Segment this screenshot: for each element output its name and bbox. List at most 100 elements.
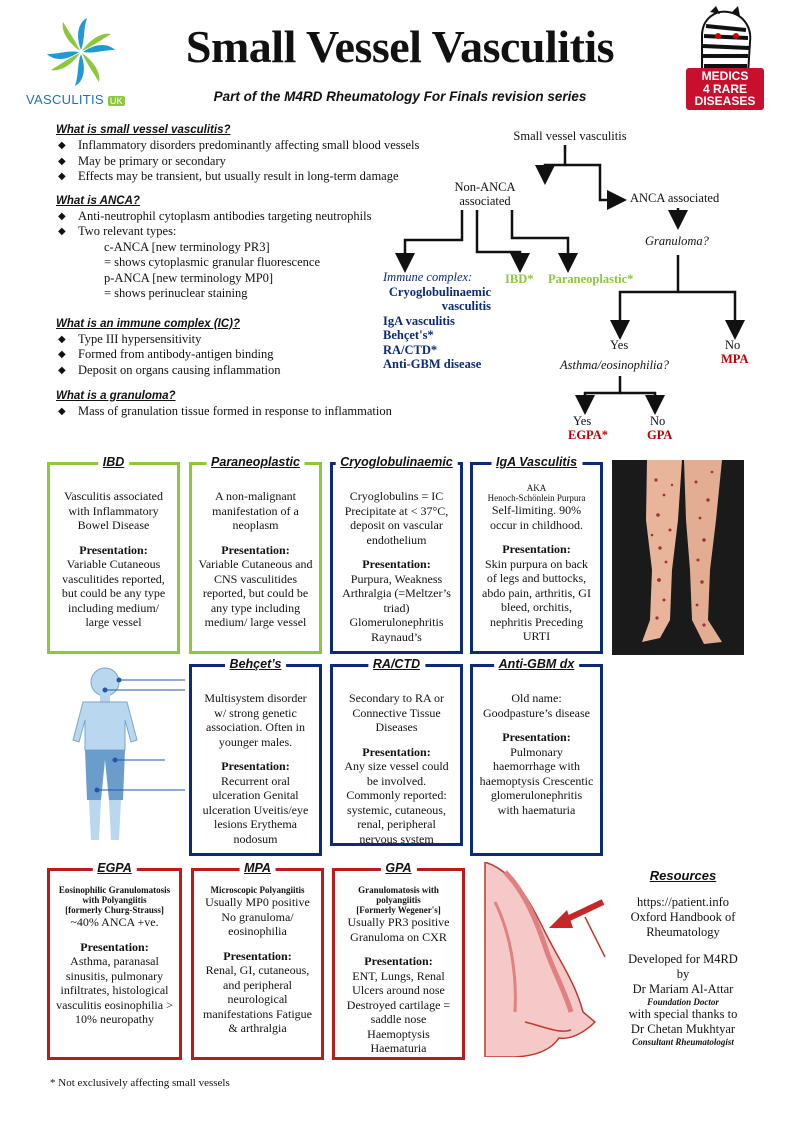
card-presentation-title: Presentation: — [362, 744, 431, 759]
flow-root: Small vessel vasculitis — [513, 129, 627, 143]
card-body: Usually PR3 positive Granuloma on CXR — [347, 915, 450, 944]
list-item: Type III hypersensitivity — [56, 332, 436, 348]
ic-list: Type III hypersensitivity Formed from an… — [56, 332, 436, 379]
flow-anca: ANCA associated — [630, 191, 720, 205]
card-presentation-body: Variable Cutaneous vasculitides reported… — [61, 557, 166, 629]
card-body: Vasculitis associated with Inflammatory … — [64, 489, 163, 532]
card-title: GPA — [380, 861, 417, 876]
footnote: * Not exclusively affecting small vessel… — [50, 1077, 230, 1089]
flow-gpa: GPA — [647, 428, 673, 442]
p-anca: p-ANCA [new terminology MP0] — [104, 270, 274, 285]
card-ibd: IBD Vasculitis associated with Inflammat… — [47, 455, 180, 654]
list-item: Inflammatory disorders predominantly aff… — [56, 138, 436, 154]
card-title: Paraneoplastic — [206, 455, 305, 470]
legs-purpura-icon — [642, 460, 722, 644]
card-anti-gbm: Anti-GBM dx Old name: Goodpasture’s dise… — [470, 657, 603, 856]
flowchart-lines — [395, 145, 745, 415]
card-body: Old name: Goodpasture’s disease — [483, 691, 590, 720]
card-presentation-body: ENT, Lungs, Renal Ulcers around nose Des… — [346, 968, 451, 1056]
card-fullname: Granulomatosis with polyangiitis — [358, 885, 439, 905]
list-item: Formed from antibody-antigen binding — [56, 347, 436, 363]
card-body: ~40% ANCA +ve. — [70, 915, 159, 929]
card-aka: AKA — [526, 483, 547, 493]
flow-granuloma-question: Granuloma? — [645, 234, 709, 248]
card-title: EGPA — [92, 861, 137, 876]
flow-item-behcet: Behçet's* — [383, 328, 434, 342]
card-presentation-body: Any size vessel could be involved. Commo… — [344, 759, 449, 846]
thanks-text: with special thanks to — [628, 1007, 738, 1021]
card-title: Cryoglobulinaemic — [335, 455, 458, 470]
card-title: Behçet’s — [224, 657, 287, 672]
card-presentation-title: Presentation: — [364, 954, 433, 968]
card-presentation-title: Presentation: — [79, 542, 148, 557]
card-aka-name: Henoch-Schönlein Purpura — [487, 493, 586, 503]
granuloma-list: Mass of granulation tissue formed in res… — [56, 404, 436, 420]
question-ic: What is an immune complex (IC)? — [56, 317, 241, 330]
flow-asthma-question: Asthma/eosinophilia? — [560, 358, 670, 372]
card-presentation-title: Presentation: — [502, 542, 571, 556]
card-behcets: Behçet’s Multisystem disorder w/ strong … — [189, 657, 322, 856]
card-fullname: Microscopic Polyangiitis — [210, 885, 305, 895]
card-fullname: Eosinophilic Granulomatosis with Polyang… — [58, 885, 171, 905]
card-body: Self-limiting. 90% occur in childhood. — [490, 503, 583, 532]
list-item: Two relevant types: — [56, 224, 436, 240]
resources-section: Resources https://patient.info Oxford Ha… — [608, 868, 758, 1047]
card-presentation-body: Recurrent oral ulceration Genital ulcera… — [202, 773, 309, 846]
developed-for: Developed for M4RD — [628, 952, 738, 966]
nose-diagram-icon — [484, 860, 606, 1058]
card-cryoglobulinaemic: Cryoglobulinaemic Cryoglobulins = IC Pre… — [330, 455, 463, 654]
flow-mpa: MPA — [721, 352, 749, 366]
card-body: Usually MP0 positive No granuloma/ eosin… — [205, 895, 310, 938]
card-presentation-body: Skin purpura on back of legs and buttock… — [482, 556, 591, 644]
page-title: Small Vessel Vasculitis — [185, 21, 615, 72]
card-title: Anti-GBM dx — [493, 657, 580, 672]
card-former-name: [formerly Churg-Strauss] — [65, 905, 164, 915]
resource-link[interactable]: https://patient.info — [636, 895, 729, 909]
card-ra-ctd: RA/CTD Secondary to RA or Connective Tis… — [330, 657, 463, 846]
purpura-legs-image — [612, 460, 744, 655]
c-anca: c-ANCA [new terminology PR3] — [104, 239, 270, 254]
saddle-nose-image — [475, 860, 610, 1058]
question-anca: What is ANCA? — [56, 194, 140, 207]
flow-egpa: EGPA* — [568, 428, 609, 442]
flow-ibd: IBD* — [505, 272, 534, 286]
consultant-role: Consultant Rheumatologist — [632, 1037, 734, 1047]
flow-yes-1: Yes — [610, 338, 629, 352]
list-item: Deposit on organs causing inflammation — [56, 363, 436, 379]
card-presentation-body: Renal, GI, cutaneous, and peripheral neu… — [203, 963, 312, 1035]
card-mpa: MPA Microscopic Polyangiitis Usually MP0… — [191, 861, 324, 1060]
logo-text: VASCULITIS — [26, 92, 104, 107]
card-title: IgA Vasculitis — [490, 455, 583, 470]
question-granuloma: What is a granuloma? — [56, 390, 176, 402]
card-paraneoplastic: Paraneoplastic A non-malignant manifesta… — [189, 455, 322, 654]
m4rd-line-3: DISEASES — [694, 94, 756, 108]
list-item: Anti-neutrophil cytoplasm antibodies tar… — [56, 209, 436, 225]
body-diagram-icon — [72, 667, 185, 840]
card-iga-vasculitis: IgA Vasculitis AKA Henoch-Schönlein Purp… — [470, 455, 603, 654]
logo-star-icon — [47, 18, 115, 86]
m4rd-line-1: MEDICS — [701, 69, 749, 83]
card-body: Secondary to RA or Connective Tissue Dis… — [349, 691, 444, 734]
card-presentation-title: Presentation: — [362, 557, 431, 571]
immune-complex-label: Immune complex: — [383, 270, 473, 284]
card-presentation-title: Presentation: — [223, 948, 292, 963]
svv-list: Inflammatory disorders predominantly aff… — [56, 138, 436, 185]
card-presentation-body: Purpura, Weakness Arthralgia (=Meltzer’s… — [342, 571, 451, 644]
flow-item-antigbm: Anti-GBM disease — [383, 357, 482, 371]
developed-by: by — [676, 967, 690, 981]
card-presentation-body: Pulmonary haemorrhage with haemoptysis C… — [479, 744, 594, 817]
resources-title: Resources — [649, 868, 717, 883]
c-anca-desc: = shows cytoplasmic granular fluorescenc… — [104, 255, 321, 269]
card-title: IBD — [97, 455, 130, 470]
human-figure-image — [45, 660, 185, 850]
card-title: RA/CTD — [367, 657, 426, 672]
flow-immune-complex: Immune complex: Cryoglobulinaemic vascul… — [383, 270, 513, 372]
m4rd-logo: MEDICS 4 RARE DISEASES — [680, 6, 770, 114]
flow-item-cryo: Cryoglobulinaemic vasculitis — [388, 284, 491, 314]
zebra-icon — [701, 6, 752, 75]
list-item: Mass of granulation tissue formed in res… — [56, 404, 436, 420]
card-title: MPA — [239, 861, 276, 876]
question-svv: What is small vessel vasculitis? — [56, 124, 231, 136]
author-name: Dr Mariam Al-Attar — [632, 982, 734, 996]
flow-yes-2: Yes — [573, 414, 592, 428]
